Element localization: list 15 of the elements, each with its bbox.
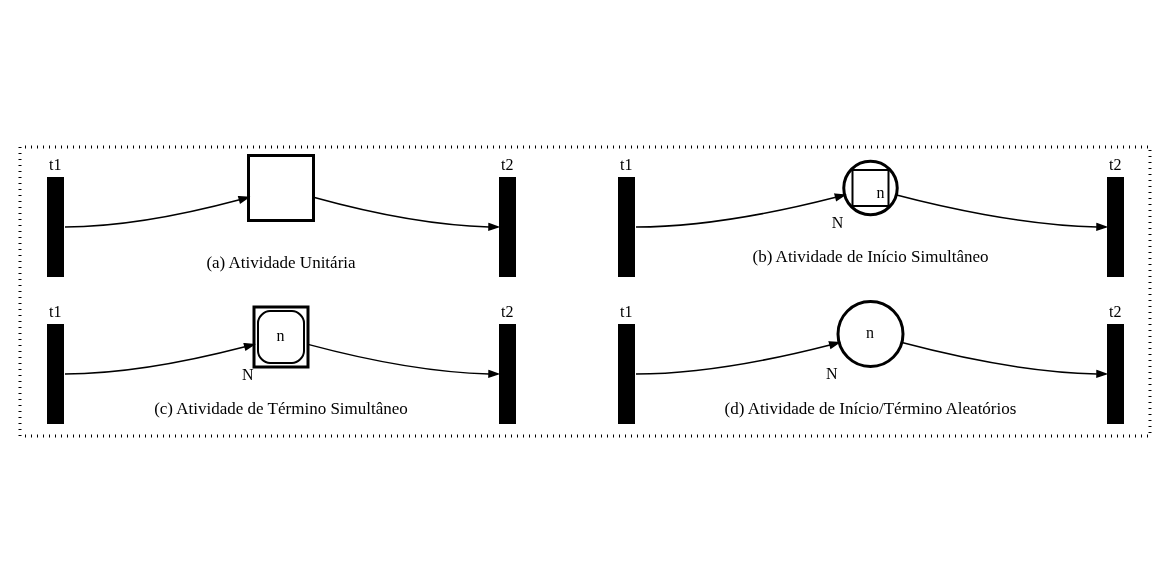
node-label: t2 xyxy=(501,155,514,173)
node-label: t2 xyxy=(1109,155,1122,173)
node-label: N xyxy=(826,364,838,382)
node-label: t1 xyxy=(620,302,633,320)
node-label: t1 xyxy=(49,302,62,320)
node-label: N xyxy=(831,213,844,231)
node-label: t1 xyxy=(49,155,62,173)
node-label: t2 xyxy=(1109,302,1122,320)
label: (d) Atividade de Início/Término Aleatórios xyxy=(724,398,1017,418)
label: (c) Atividade de Término Simultâneo xyxy=(154,398,408,418)
label: (b) Atividade de Início Simultâneo xyxy=(752,246,989,266)
label: (a) Atividade Unitária xyxy=(206,252,356,272)
node-label: t1 xyxy=(620,155,633,173)
node-label: N xyxy=(242,365,254,383)
node-label: t2 xyxy=(501,302,514,320)
